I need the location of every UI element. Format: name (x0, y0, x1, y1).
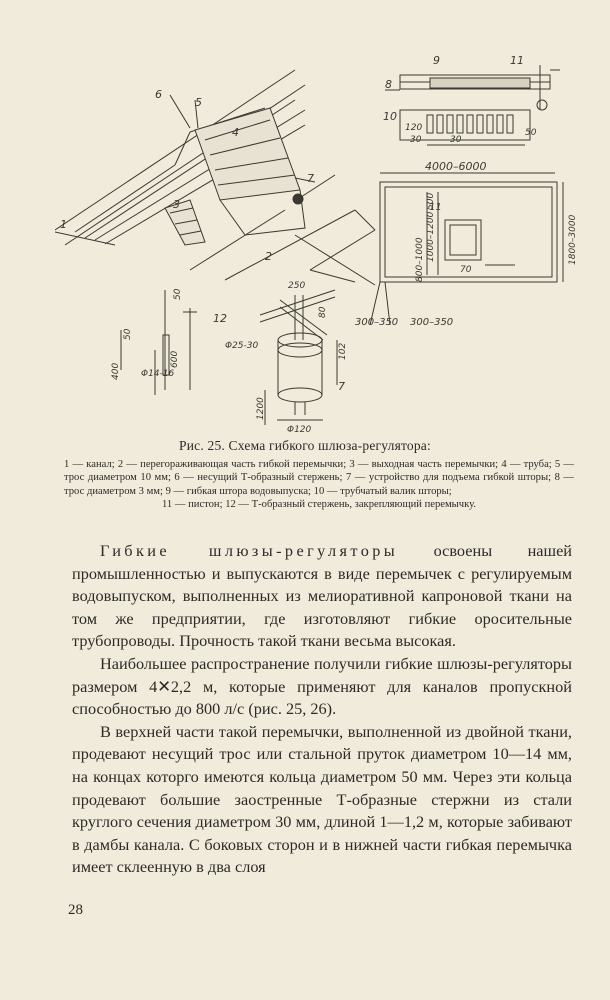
label-5: 5 (195, 96, 202, 109)
dim-400: 400 (111, 363, 121, 380)
dim-50-top: 50 (173, 288, 183, 300)
paragraph-1-rest: освоены нашей промышленностью и выпускаю… (72, 541, 573, 651)
label-11-top: 11 (510, 54, 524, 67)
dim-bottom-1: 300–350 (355, 317, 398, 328)
dim-250: 250 (288, 281, 305, 291)
dim-phi25: Φ25-30 (225, 341, 259, 351)
page-number: 28 (68, 902, 83, 918)
t-rod-detail (120, 290, 197, 395)
front-elevation-view (369, 181, 564, 326)
dim-top-30b: 30 (450, 135, 462, 145)
paragraph-3: В верхней части такой перемычки, выполне… (72, 721, 572, 877)
paragraph-1: Гибкие шлюзы-регуляторы освоены нашей пр… (72, 540, 572, 653)
label-12: 12 (213, 312, 227, 325)
dim-top-120: 120 (405, 123, 422, 133)
dim-bottom-2: 300–350 (410, 317, 453, 328)
dim-top-50: 50 (525, 128, 537, 138)
dim-w70: 70 (460, 265, 472, 275)
canal-perspective-view (55, 69, 376, 286)
label-2: 2 (265, 250, 272, 263)
dim-80: 80 (318, 306, 328, 318)
legend-text: 1 — канал; 2 — перегораживающая часть ги… (64, 459, 574, 497)
label-1: 1 (60, 218, 67, 231)
dim-width: 4000–6000 (425, 160, 487, 173)
term-flexible-gates: Гибкие шлюзы-регуляторы (100, 541, 399, 560)
lifting-device-detail (259, 289, 338, 425)
dim-600: 600 (170, 351, 180, 368)
label-7-bottom: 7 (338, 380, 345, 393)
label-9: 9 (433, 54, 440, 67)
dim-top-30a: 30 (410, 135, 422, 145)
shutter-detail-view (385, 65, 560, 146)
dim-102: 102 (338, 343, 348, 360)
gate-schematic: 6 5 4 1 3 2 7 8 9 11 10 30 30 50 (55, 54, 578, 435)
dim-v500: 500 (426, 193, 436, 210)
label-10: 10 (383, 110, 397, 123)
dim-v800: 800–1000 (415, 237, 425, 282)
label-3: 3 (173, 198, 180, 211)
label-4: 4 (232, 126, 239, 139)
body-text: Гибкие шлюзы-регуляторы освоены нашей пр… (72, 540, 572, 879)
dim-50-side: 50 (123, 328, 133, 340)
dim-h1800: 1800–3000 (568, 214, 578, 265)
paragraph-2: Наибольшее распространение получили гибк… (72, 653, 572, 719)
dim-phi14: Φ14-16 (141, 369, 175, 379)
dim-1200: 1200 (256, 397, 266, 420)
label-8: 8 (385, 78, 392, 91)
label-7-top: 7 (307, 172, 314, 185)
figure-caption-title: Рис. 25. Схема гибкого шлюза-регулятора: (179, 438, 431, 453)
figure-legend: 1 — канал; 2 — перегораживающая часть ги… (64, 458, 574, 512)
label-11-mid: 11 (429, 202, 442, 213)
label-6: 6 (155, 88, 162, 101)
figure-25-diagram: 6 5 4 1 3 2 7 8 9 11 10 30 30 50 (55, 50, 580, 435)
dim-phi120: Φ120 (287, 425, 312, 435)
legend-last-line: 11 — пистон; 12 — Т-образный стержень, з… (162, 499, 476, 511)
dim-v1000: 1000–1200 (426, 211, 436, 262)
